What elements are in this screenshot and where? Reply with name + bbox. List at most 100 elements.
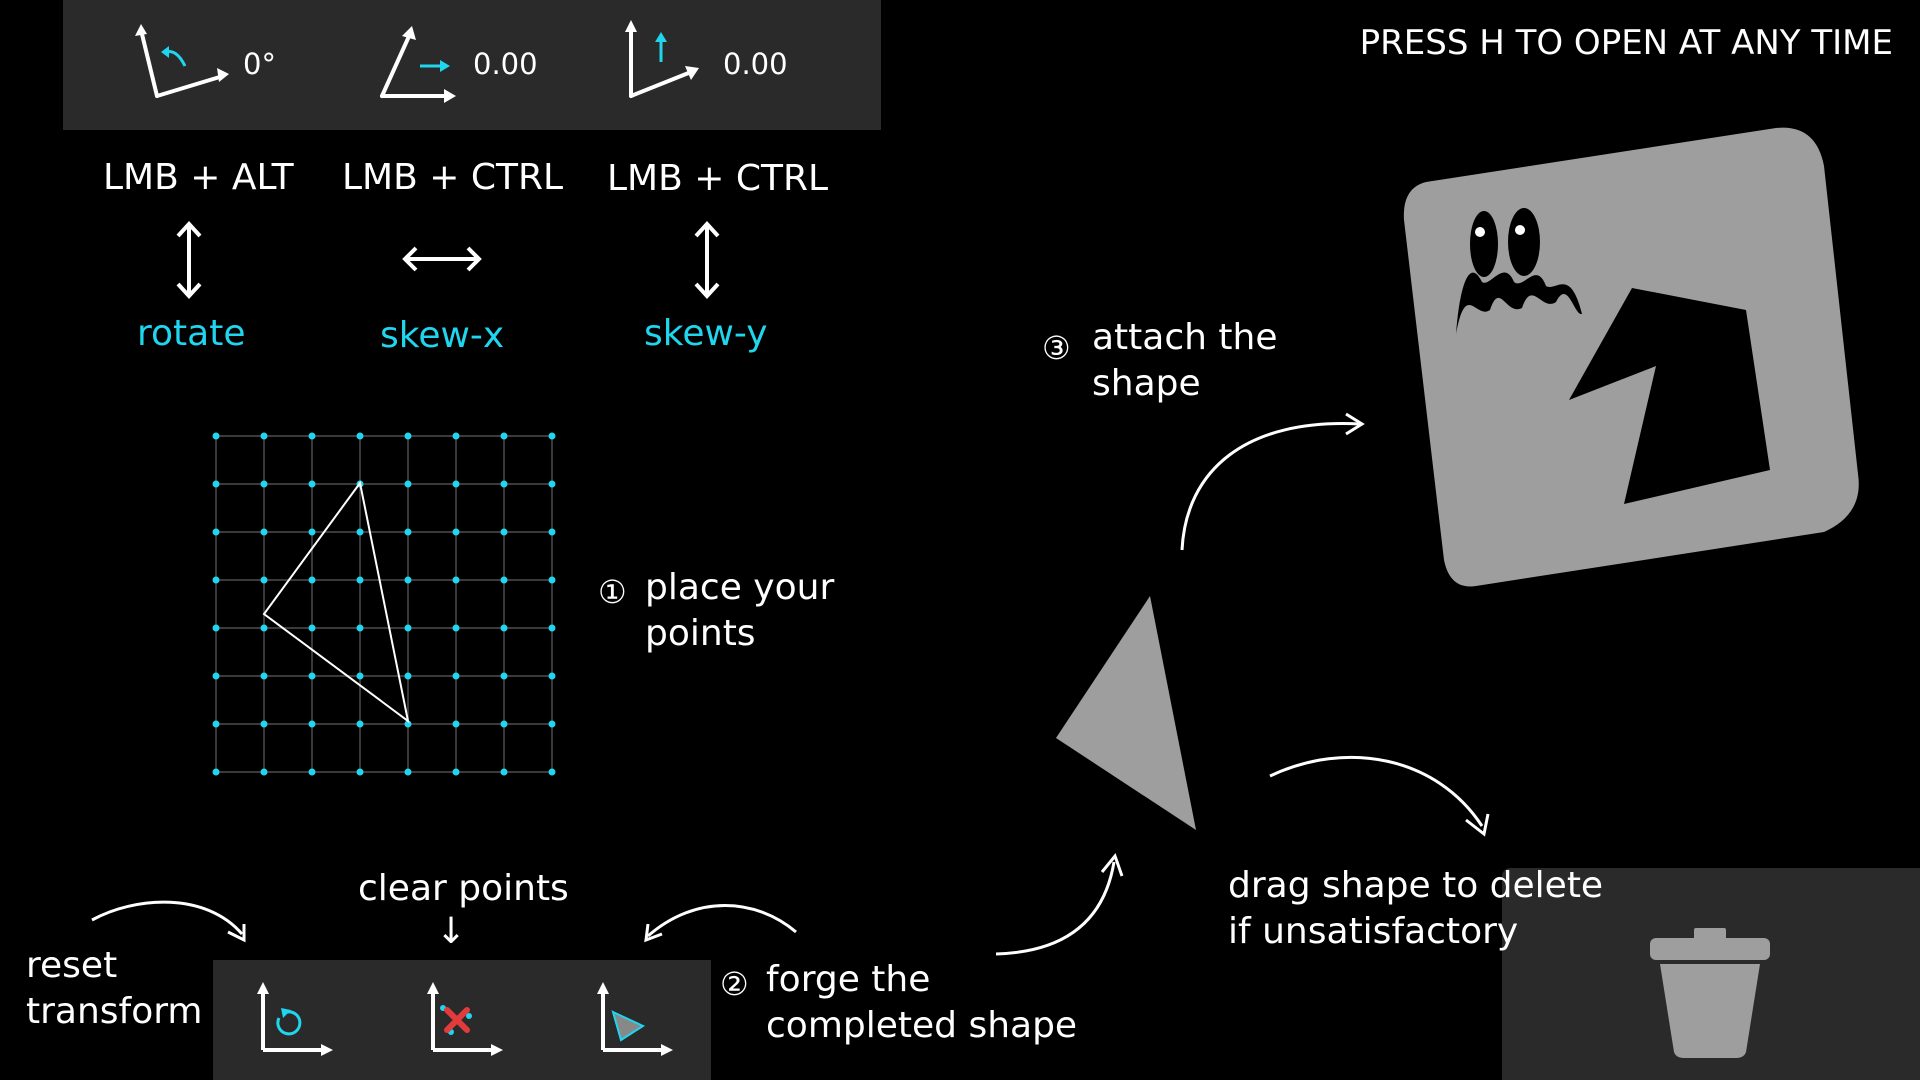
grid-point[interactable] <box>308 672 316 680</box>
forge-to-shape-arrow <box>995 852 1124 956</box>
grid-point[interactable] <box>404 624 412 632</box>
clear-points-label: clear points <box>358 868 569 909</box>
grid-point[interactable] <box>212 576 220 584</box>
placed-shape-outline <box>262 480 410 724</box>
grid-point[interactable] <box>308 768 316 776</box>
step2-line1: forge the <box>766 959 931 1000</box>
grid-point[interactable] <box>452 672 460 680</box>
grid-point[interactable] <box>404 432 412 440</box>
grid-point[interactable] <box>308 432 316 440</box>
grid-point[interactable] <box>500 624 508 632</box>
reset-label-line1: reset <box>26 945 118 986</box>
grid-point[interactable] <box>308 576 316 584</box>
rotate-axis-icon <box>135 24 229 98</box>
help-hint: PRESS H TO OPEN AT ANY TIME <box>1359 23 1893 63</box>
rotate-action-label: rotate <box>137 313 246 354</box>
step3-number: ③ <box>1042 329 1071 367</box>
grid-point[interactable] <box>308 720 316 728</box>
step1-line1: place your <box>645 567 835 608</box>
grid-point[interactable] <box>548 768 556 776</box>
skew-y-value: 0.00 <box>723 47 788 81</box>
reset-transform-icon[interactable] <box>253 980 343 1066</box>
clear-points-icon[interactable] <box>423 980 513 1066</box>
trash-icon <box>1650 928 1770 1058</box>
grid-point[interactable] <box>500 432 508 440</box>
grid-point[interactable] <box>452 480 460 488</box>
grid-point[interactable] <box>356 672 364 680</box>
vertical-arrow-icon <box>176 221 202 299</box>
grid-point[interactable] <box>260 432 268 440</box>
grid-point[interactable] <box>260 720 268 728</box>
reset-arrow <box>91 900 246 943</box>
bottom-toolbar <box>213 960 711 1080</box>
delete-hint-line1: drag shape to delete <box>1228 865 1604 906</box>
grid-point[interactable] <box>404 480 412 488</box>
grid-point[interactable] <box>452 528 460 536</box>
grid-point[interactable] <box>260 528 268 536</box>
grid-point[interactable] <box>212 672 220 680</box>
grid-point[interactable] <box>308 624 316 632</box>
grid-point[interactable] <box>548 432 556 440</box>
forge-shape-icon[interactable] <box>593 980 683 1066</box>
grid-point[interactable] <box>548 480 556 488</box>
step2-line2: completed shape <box>766 1005 1078 1046</box>
grid-point[interactable] <box>500 672 508 680</box>
step1-line2: points <box>645 613 756 654</box>
point-grid[interactable] <box>200 420 580 800</box>
grid-point[interactable] <box>404 528 412 536</box>
grid-point[interactable] <box>548 576 556 584</box>
step2-number: ② <box>720 965 749 1003</box>
monster-eyes <box>1470 208 1540 277</box>
grid-point[interactable] <box>500 768 508 776</box>
grid-point[interactable] <box>452 576 460 584</box>
grid-point[interactable] <box>452 720 460 728</box>
grid-point[interactable] <box>356 528 364 536</box>
grid-point[interactable] <box>356 624 364 632</box>
grid-point[interactable] <box>548 672 556 680</box>
grid-point[interactable] <box>404 720 412 728</box>
grid-point[interactable] <box>404 672 412 680</box>
grid-point[interactable] <box>404 768 412 776</box>
grid-point[interactable] <box>260 480 268 488</box>
grid-point[interactable] <box>212 432 220 440</box>
grid-point[interactable] <box>212 480 220 488</box>
skew-y-action-label: skew-y <box>644 313 768 354</box>
grid-point[interactable] <box>356 432 364 440</box>
grid-point[interactable] <box>260 624 268 632</box>
grid-point[interactable] <box>500 720 508 728</box>
grid-point[interactable] <box>212 720 220 728</box>
clear-points-arrow: ↓ <box>436 911 467 952</box>
step1-number: ① <box>598 573 627 611</box>
trash-drop-zone[interactable] <box>1502 868 1920 1080</box>
grid-point[interactable] <box>548 528 556 536</box>
grid-point[interactable] <box>452 432 460 440</box>
grid-point[interactable] <box>260 576 268 584</box>
grid-point[interactable] <box>452 768 460 776</box>
grid-point[interactable] <box>500 480 508 488</box>
grid-point[interactable] <box>356 768 364 776</box>
grid-point[interactable] <box>452 624 460 632</box>
skew-y-axis-icon <box>625 20 699 98</box>
grid-point[interactable] <box>500 528 508 536</box>
attach-arrow <box>1180 412 1365 551</box>
grid-point[interactable] <box>356 576 364 584</box>
grid-point[interactable] <box>548 624 556 632</box>
grid-point[interactable] <box>308 480 316 488</box>
grid-point[interactable] <box>308 528 316 536</box>
grid-point[interactable] <box>212 624 220 632</box>
step3-line1: attach the <box>1092 317 1278 358</box>
grid-point[interactable] <box>404 576 412 584</box>
rotate-combo: LMB + ALT <box>103 157 294 198</box>
puzzle-card[interactable] <box>1396 120 1866 600</box>
grid-point[interactable] <box>500 576 508 584</box>
grid-point[interactable] <box>260 768 268 776</box>
skew-x-action-label: skew-x <box>380 315 505 356</box>
grid-point[interactable] <box>548 720 556 728</box>
grid-point[interactable] <box>260 672 268 680</box>
skew-x-axis-icon <box>380 26 456 103</box>
grid-point[interactable] <box>356 720 364 728</box>
forged-shape[interactable] <box>1050 590 1210 830</box>
grid-point[interactable] <box>212 528 220 536</box>
grid-point[interactable] <box>212 768 220 776</box>
shape-slot <box>1569 288 1770 504</box>
